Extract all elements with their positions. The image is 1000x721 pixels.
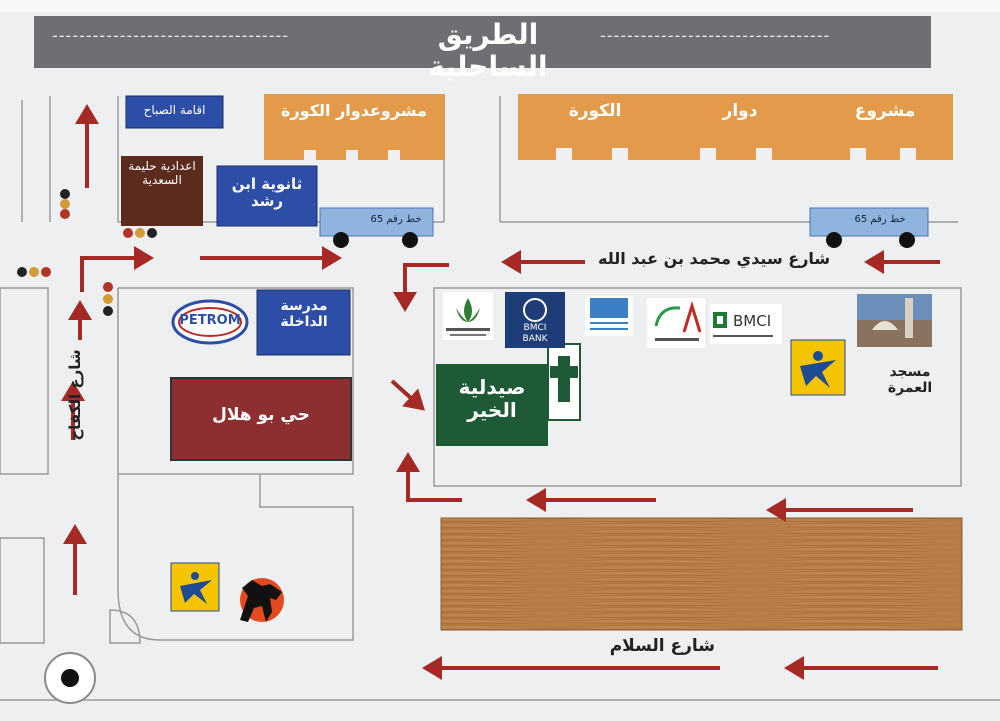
bottom-street-label: شارع السلام — [609, 636, 715, 656]
bmci-bank-logo — [505, 292, 565, 348]
hay-building — [170, 377, 352, 461]
pharmacy-building — [436, 364, 548, 446]
project-right-word-3: الكورة — [568, 101, 622, 121]
traffic-light-4 — [103, 282, 113, 316]
map-title: الطريق الساحلية — [428, 18, 548, 84]
iadadiya-building — [121, 156, 203, 226]
wood-field — [440, 517, 963, 631]
traffic-light-3 — [17, 267, 51, 277]
title-banner — [34, 16, 931, 68]
post-office-logo-2 — [170, 562, 220, 612]
mosque-photo — [857, 294, 932, 347]
credit-agricole-logo — [647, 298, 705, 348]
bus-right — [809, 207, 929, 248]
petrom-text: PETROM — [179, 313, 241, 328]
thanawiya-label: ثانوية ابن رشد — [231, 175, 303, 211]
traffic-light-1 — [56, 188, 74, 220]
credit-agricole-small-logo — [443, 292, 493, 340]
iqama-building — [125, 95, 224, 129]
project-right-word-2: دوار — [722, 101, 758, 121]
petrom-logo — [171, 299, 249, 345]
project-right-word-1: مشروع — [854, 101, 916, 121]
top-street-label: شارع سيدي محمد بن عبد الله — [598, 249, 831, 268]
bmci-logo — [710, 304, 782, 344]
bus-right-label: خط رقم 65 — [854, 214, 906, 225]
title-dashes-left: ----------------------------------- — [52, 26, 290, 45]
bus-left — [319, 207, 434, 248]
thanawiya-building — [216, 165, 318, 227]
left-street-label: شارع الكفاح — [66, 349, 84, 441]
post-office-logo — [790, 339, 846, 396]
building-ministry-logo — [585, 296, 633, 336]
hay-label: حي بو هلال — [212, 405, 310, 425]
madrasa-label: مدرسة الداخلة — [280, 298, 328, 331]
title-dashes-right: ---------------------------------- — [600, 26, 831, 45]
roundabout — [44, 652, 96, 704]
project-left-building — [264, 94, 445, 160]
bmci-bank-text-1: BMCI — [523, 323, 547, 333]
project-right-building — [518, 94, 953, 160]
bmci-bank-text-2: BANK — [522, 334, 548, 344]
bus-left-label: خط رقم 65 — [370, 214, 422, 225]
bmci-text: BMCI — [733, 312, 772, 330]
project-left-label: مشروعدوار الكورة — [281, 101, 427, 120]
mosque-label: مسجد العمرة — [887, 364, 933, 396]
iadadiya-label: اعدادية حليمة السعدية — [128, 159, 196, 187]
traffic-light-2 — [123, 228, 157, 238]
pharmacy-label: صيدلية الخير — [458, 375, 526, 422]
pharmacy-cross-icon — [550, 356, 578, 402]
iqama-label: اقامة الصباح — [143, 103, 206, 117]
madrasa-building — [256, 289, 351, 356]
direction-arrows — [61, 104, 940, 680]
horse-logo — [240, 578, 284, 622]
